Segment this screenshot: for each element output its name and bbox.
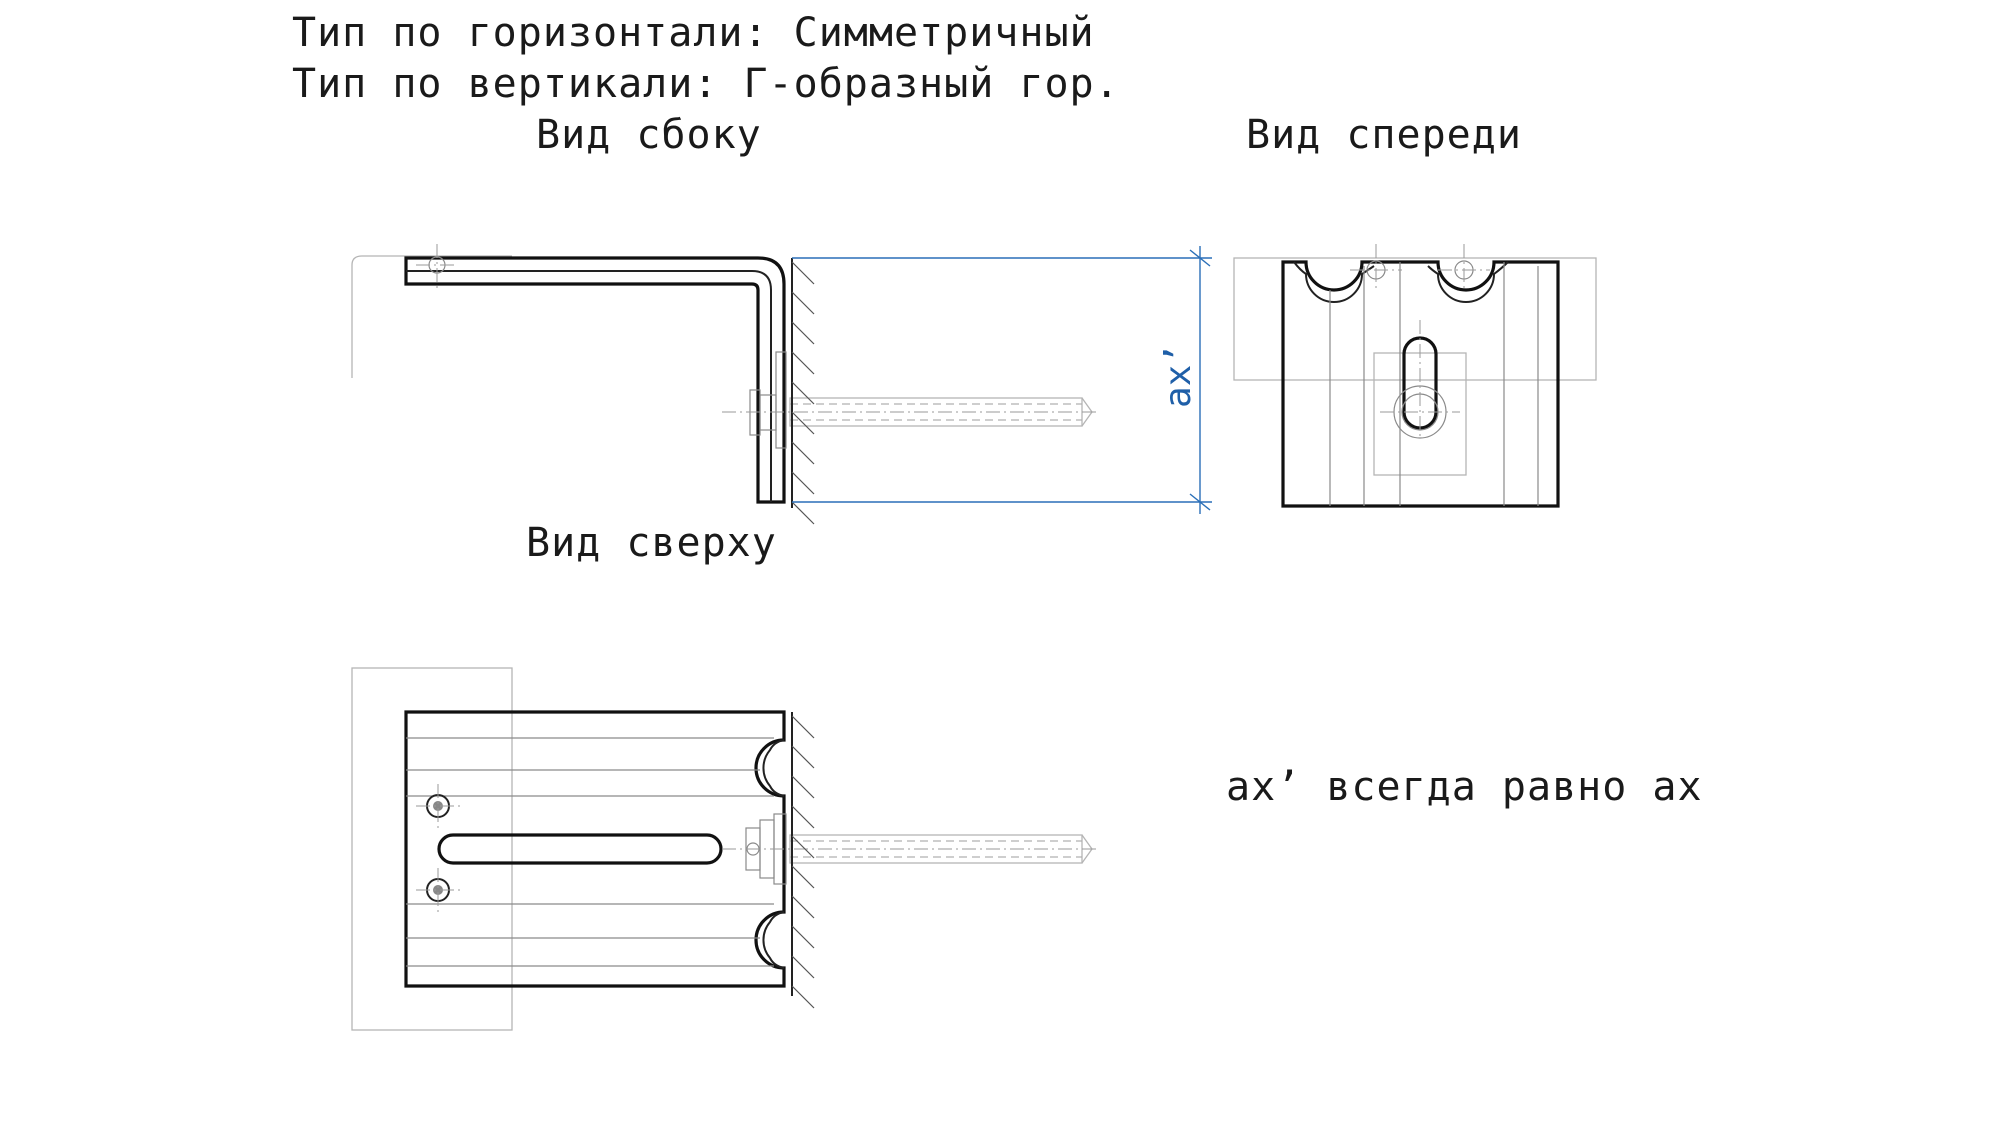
top-view-wall-hatching (791, 715, 815, 1009)
front-view-adjacent-part (1233, 257, 1597, 381)
front-view-plate (1281, 260, 1560, 508)
front-view-ribs (1329, 262, 1539, 506)
vertical-type-label: Тип по вертикали: Г-образный гор. (292, 61, 1120, 107)
side-view-bracket-inner-line (406, 270, 772, 502)
front-view-title: Вид спереди (1246, 112, 1522, 158)
horizontal-type-label: Тип по горизонтали: Симметричный (292, 10, 1095, 56)
side-view-wall-hatching (791, 261, 815, 525)
side-view-title: Вид сбоку (536, 112, 762, 158)
side-view: ax’ (351, 244, 1212, 525)
top-view (351, 667, 1100, 1031)
top-view-slot (437, 833, 723, 865)
top-view-title: Вид сверху (526, 520, 777, 566)
dimension-note: ax’ всегда равно ax (1226, 764, 1703, 810)
side-view-adjacent-profile (351, 255, 512, 378)
top-view-ribs (406, 737, 774, 967)
side-view-l-bracket (404, 256, 786, 504)
front-view (1233, 244, 1597, 508)
dimension-label: ax’ (1158, 343, 1199, 408)
top-view-adjacent-part (351, 667, 513, 1031)
